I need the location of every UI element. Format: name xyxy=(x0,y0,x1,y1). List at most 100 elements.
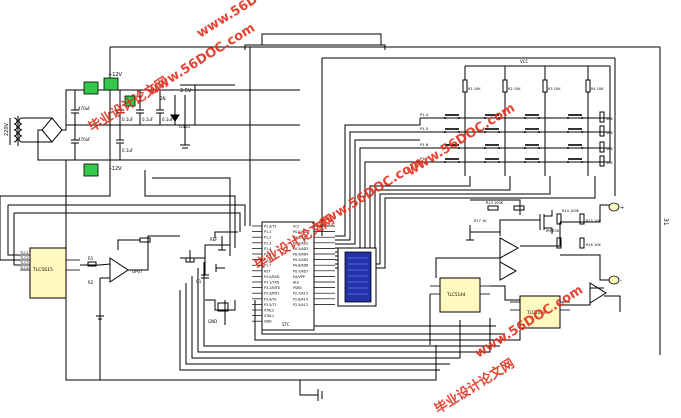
res-r1-label: R1 xyxy=(88,256,94,261)
mcu-left-pin-label: P1.0/T2 xyxy=(264,225,276,229)
keypad-pd-2: 10K xyxy=(606,131,613,135)
mcu-left-pin-label: P3.2/INT0 xyxy=(264,286,280,290)
cap-label-3: 0.1uF xyxy=(122,117,134,122)
opamp-left xyxy=(80,235,180,320)
out-res-1: R13 100K xyxy=(486,201,504,205)
mcu-right-pin-label: P0.4/AD4 xyxy=(293,253,308,257)
keypad-res-3: R3 10K xyxy=(548,87,561,91)
mcu-left-pin-label: XTAL2 xyxy=(264,309,274,313)
rail-neg-label: -12V xyxy=(110,166,122,172)
left-pin-3: TLC3 xyxy=(19,261,29,265)
adc-chip-name: TLC5615 xyxy=(32,267,53,273)
ac-label: 220V xyxy=(4,122,10,136)
right-edge-label: 31 xyxy=(662,218,669,226)
keypad-matrix: VCC P1.4 P1.5 P1.6 P1.7 R1 10K R2 10K R3… xyxy=(420,59,613,176)
cap-label-6: 0.1uF xyxy=(162,117,174,122)
terminal-minus-label: - xyxy=(620,278,622,284)
regulator-bottom xyxy=(83,163,99,177)
mosfet-label: IRF530 xyxy=(546,228,560,233)
key-switch xyxy=(567,128,583,133)
mcu-right-pin-label: P0.0/AD0 xyxy=(293,230,308,234)
keypad-res-2: R2 10K xyxy=(508,87,521,91)
reference-network xyxy=(180,231,238,312)
dac-chip-2-name: TLC5144 xyxy=(526,310,546,315)
left-pin-1: TLC1 xyxy=(19,251,29,255)
left-pin-2: TLC2 xyxy=(19,256,29,260)
mcu-chip: P1.0/T2P1.1P1.2P1.3P1.4P1.5P1.6P1.7RSTP3… xyxy=(252,221,335,331)
mcu-right-pin-label: P0.3/AD3 xyxy=(293,247,308,251)
mcu-left-pin-label: P3.3/INT1 xyxy=(264,292,280,296)
mcu-right-pin-label: P0.2/AD2 xyxy=(293,241,308,245)
key-switch xyxy=(444,114,460,119)
mcu-right-pin-label: PSEN xyxy=(293,286,302,290)
keypad-res-4: R4 10K xyxy=(591,87,604,91)
left-pin-4: TLC4 xyxy=(19,266,30,270)
key-switch xyxy=(444,158,460,163)
mcu-right-pin-label: VCC xyxy=(293,225,301,229)
out-res-2: R14 100K xyxy=(562,209,580,213)
mcu-right-pin-label: EA/VPP xyxy=(293,275,305,279)
keypad-supply-label: VCC xyxy=(520,59,529,64)
terminal-plus-label: + xyxy=(620,205,624,211)
mcu-left-pin-label: P3.1/TXD xyxy=(264,281,280,285)
keypad-pd-4: 10K xyxy=(606,161,613,165)
dac-chip-2: TLC5144 xyxy=(510,295,570,329)
cap-label-5: 0.1uF xyxy=(142,117,154,122)
key-switch xyxy=(484,114,500,119)
key-switches xyxy=(444,114,583,163)
mcu-left-pin-label: P1.6 xyxy=(264,258,271,262)
dac-chip-1: TLC5144 xyxy=(430,277,490,313)
keypad-row-4: P1.7 xyxy=(420,156,429,161)
mcu-left-pin-label: P1.1 xyxy=(264,230,271,234)
key-switch xyxy=(567,158,583,163)
mcu-right-pin-label: P2.5/A13 xyxy=(293,303,308,307)
keypad-row-2: P1.5 xyxy=(420,126,429,131)
mcu-left-pin-label: RST xyxy=(264,269,271,273)
mcu-chip-name: STC xyxy=(282,322,290,327)
key-switch xyxy=(524,144,540,149)
keypad-row-3: P1.6 xyxy=(420,142,429,147)
power-supply: 220V +12V -12V 2.5V 470uF 470uF 0.1uF 0.… xyxy=(4,72,300,177)
keypad-pd-1: 10K xyxy=(606,117,613,121)
rail-5v-label: 2.5V xyxy=(180,88,192,94)
cap-label-2: 470uF xyxy=(78,137,91,142)
out-res-5: R17 1K xyxy=(474,219,487,223)
mcu-left-pin-label: P3.5/T1 xyxy=(264,303,276,307)
lcd-display xyxy=(337,247,377,307)
out-res-3: R15 10K xyxy=(586,219,601,223)
key-switch xyxy=(484,128,500,133)
key-switch xyxy=(524,158,540,163)
rail-pos-label: +12V xyxy=(108,72,123,78)
key-switch xyxy=(524,128,540,133)
regulator-mid xyxy=(103,77,119,91)
terminal-plus xyxy=(608,202,620,212)
key-switch xyxy=(484,144,500,149)
keypad-pd-3: 10K xyxy=(606,147,613,151)
mcu-left-pin-label: XTAL1 xyxy=(264,314,274,318)
cap-c1-label: C1 xyxy=(196,279,202,284)
ref-label: REF xyxy=(210,237,218,242)
key-switch xyxy=(484,158,500,163)
keypad-row-1: P1.4 xyxy=(420,112,429,117)
mcu-right-pin-label: P0.6/AD6 xyxy=(293,264,308,268)
mcu-right-pin-label: ALE xyxy=(293,281,299,285)
mcu-left-pin-label: P1.5 xyxy=(264,253,271,257)
adc-chip: TLC5615 TLC1 TLC2 TLC3 TLC4 xyxy=(19,247,80,299)
regulator-top xyxy=(83,81,99,95)
output-driver: + - IRF530 R13 100K R14 100K R15 10K R16… xyxy=(466,201,669,304)
out-res-4: R16 10K xyxy=(586,243,601,247)
key-switch xyxy=(567,114,583,119)
mcu-left-pin-label: P1.4 xyxy=(264,247,271,251)
key-switch xyxy=(524,114,540,119)
mcu-left-pin-label: P3.0/RXD xyxy=(264,275,280,279)
mcu-right-pin-label: P0.7/AD7 xyxy=(293,269,308,273)
cap-label-1: 470uF xyxy=(78,106,91,111)
mcu-left-pin-label: GND xyxy=(264,320,272,324)
mcu-left-pin-label: P1.7 xyxy=(264,264,271,268)
mcu-right-pin-label: P2.7/A15 xyxy=(293,292,308,296)
regulator-side xyxy=(124,95,136,107)
terminal-minus xyxy=(608,275,620,285)
key-switch xyxy=(444,128,460,133)
regulator-label: TL431 xyxy=(177,124,191,129)
